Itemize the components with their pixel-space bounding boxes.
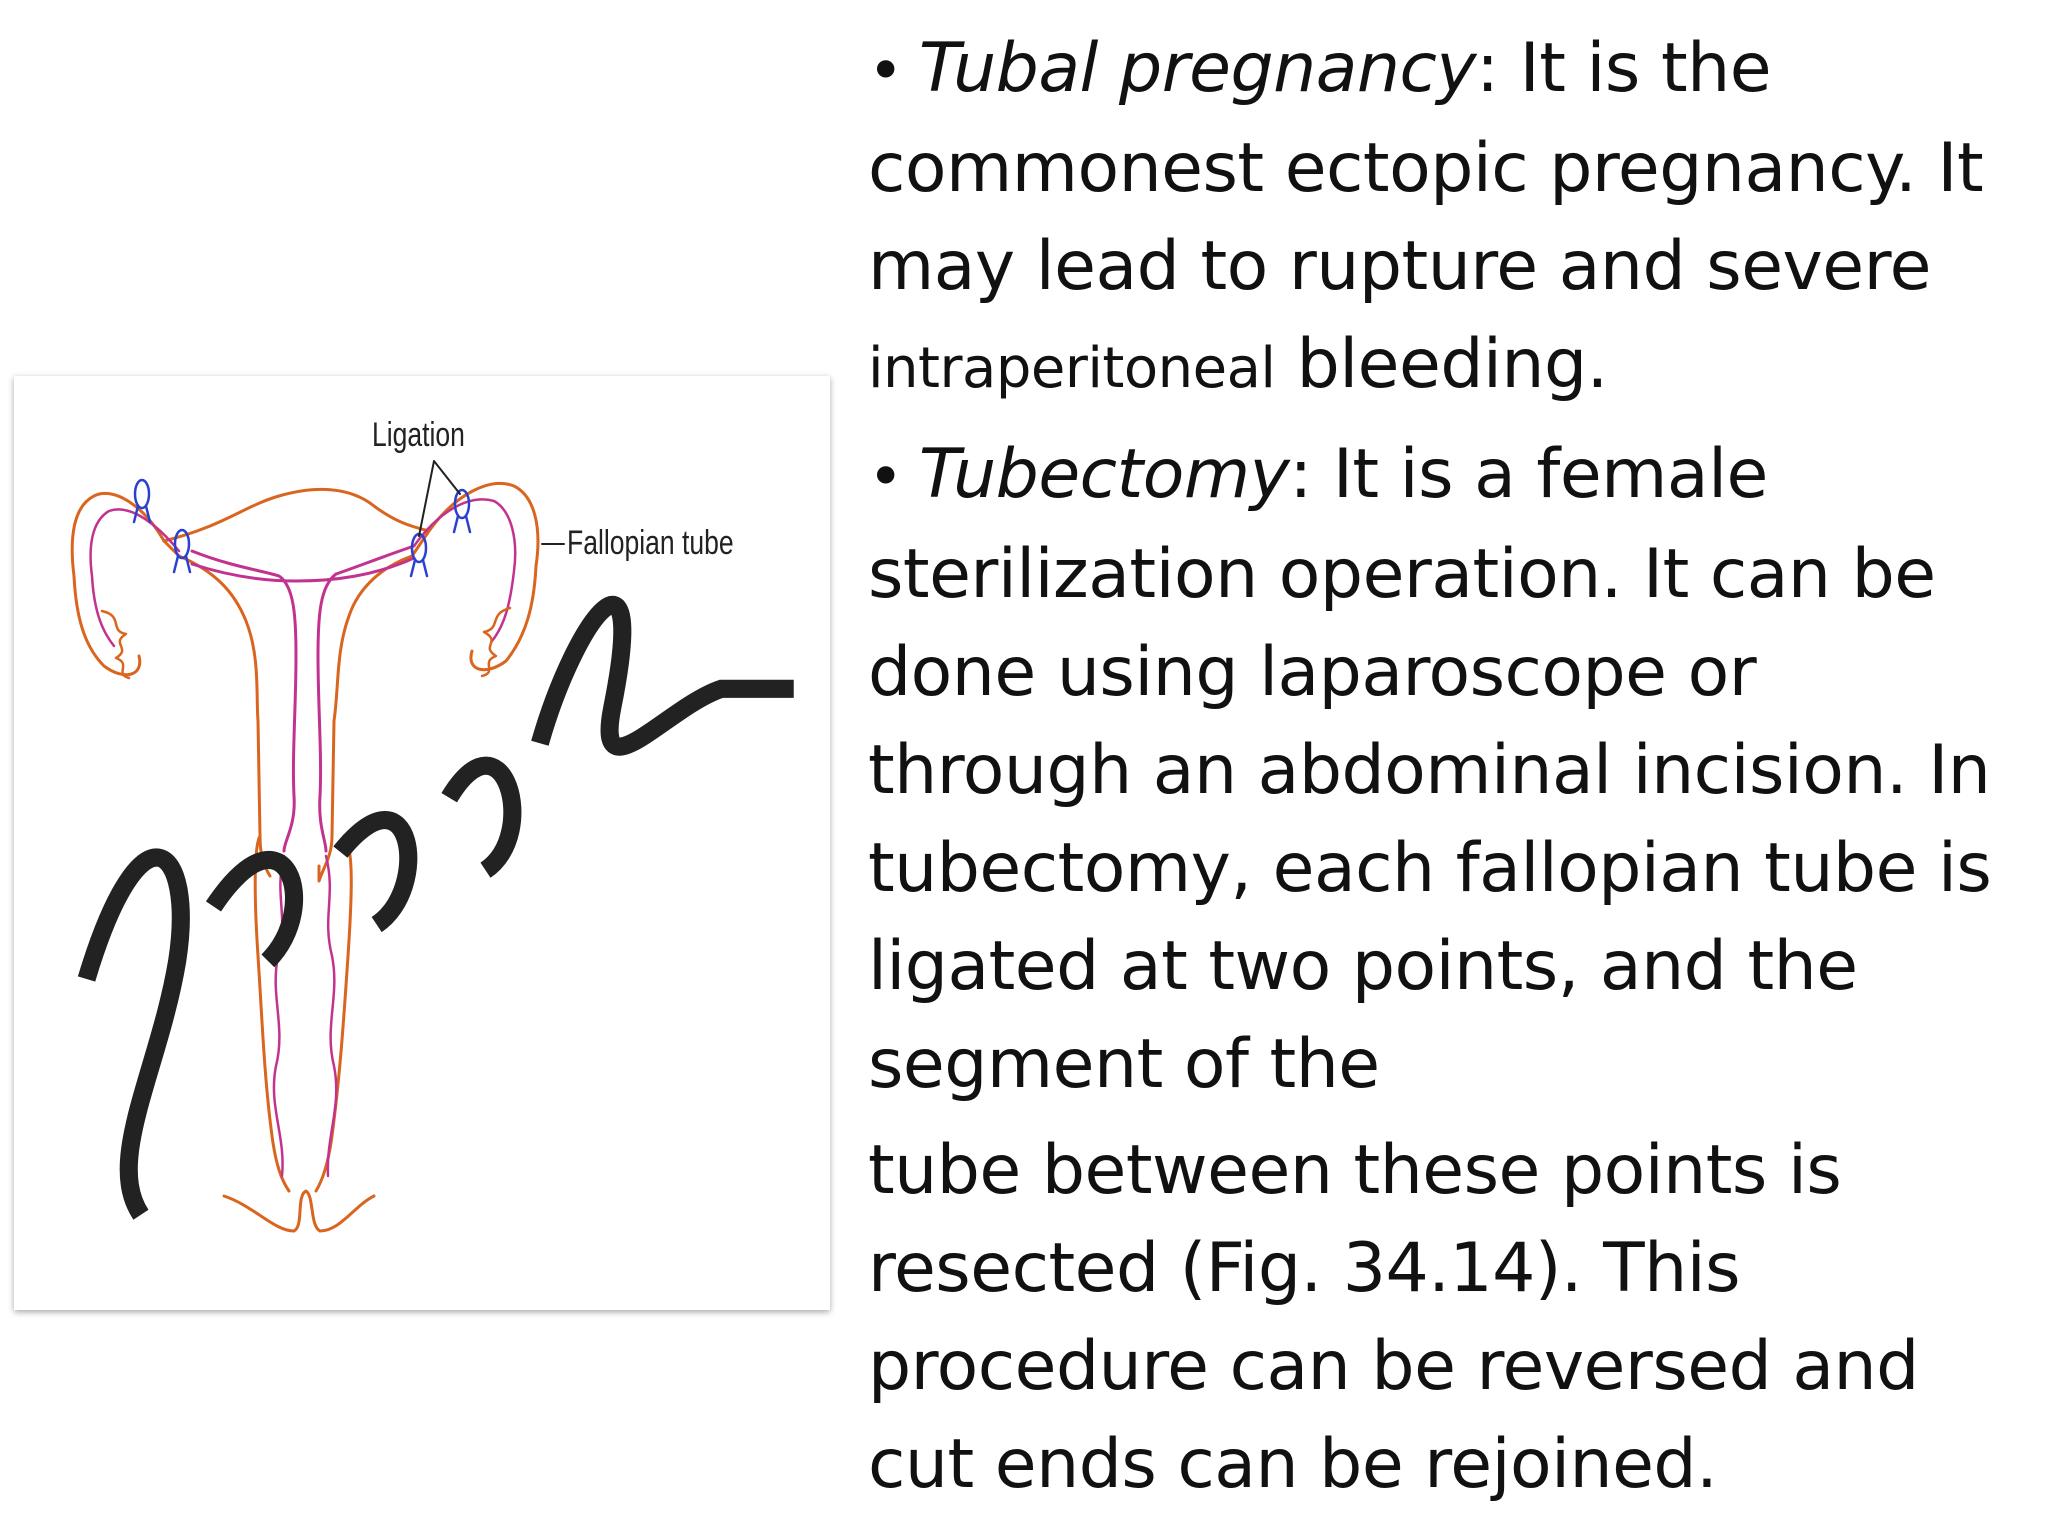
fallopian-tube-label: Fallopian tube <box>567 524 734 562</box>
paragraph-tubectomy: •Tubectomy: It is a female sterilization… <box>868 426 2018 1114</box>
text-content: •Tubal pregnancy: It is the commonest ec… <box>868 20 2018 1514</box>
bullet: • <box>868 36 903 106</box>
vaginal-opening <box>222 1189 376 1233</box>
ligature-left-inner <box>172 528 192 574</box>
tubal-pregnancy-small-word: intraperitoneal <box>868 336 1276 401</box>
figure-panel: Ligation Fallopian tube <box>14 376 830 1310</box>
right-tube-outer <box>427 481 540 672</box>
bullet: • <box>868 442 903 512</box>
term-tubal-pregnancy: Tubal pregnancy <box>918 29 1477 108</box>
left-tube-outer <box>70 491 166 677</box>
left-fimbriae <box>100 609 131 680</box>
uterus-outer-outline <box>162 488 431 883</box>
ligature-left-outer <box>132 478 152 524</box>
left-tube-inner <box>89 508 181 648</box>
tubal-pregnancy-tail: bleeding. <box>1275 325 1609 404</box>
uterus-diagram <box>70 460 565 1233</box>
artist-signature <box>77 596 794 1220</box>
vagina-outer-left <box>253 834 291 1193</box>
uterine-fundus-inner <box>190 556 416 583</box>
paragraph-tubal-pregnancy: •Tubal pregnancy: It is the commonest ec… <box>868 20 2018 418</box>
vagina-inner-right <box>324 854 338 1178</box>
resection-body: tube between these points is resected (F… <box>868 1131 1919 1504</box>
ligature-right-outer <box>452 488 472 534</box>
uterine-cavity-left <box>190 549 298 853</box>
tubectomy-body: : It is a female sterilization operation… <box>868 435 1992 1104</box>
term-tubectomy: Tubectomy <box>918 435 1290 514</box>
paragraph-resection: tube between these points is resected (F… <box>868 1122 2018 1514</box>
ligation-label: Ligation <box>372 416 465 454</box>
vagina-inner-left <box>272 854 286 1178</box>
uterine-cavity-right <box>316 544 416 853</box>
right-fimbriae <box>480 606 512 678</box>
tubal-pregnancy-body: : It is the commonest ectopic pregnancy.… <box>868 29 1984 306</box>
ligation-leader-lines <box>418 460 461 537</box>
